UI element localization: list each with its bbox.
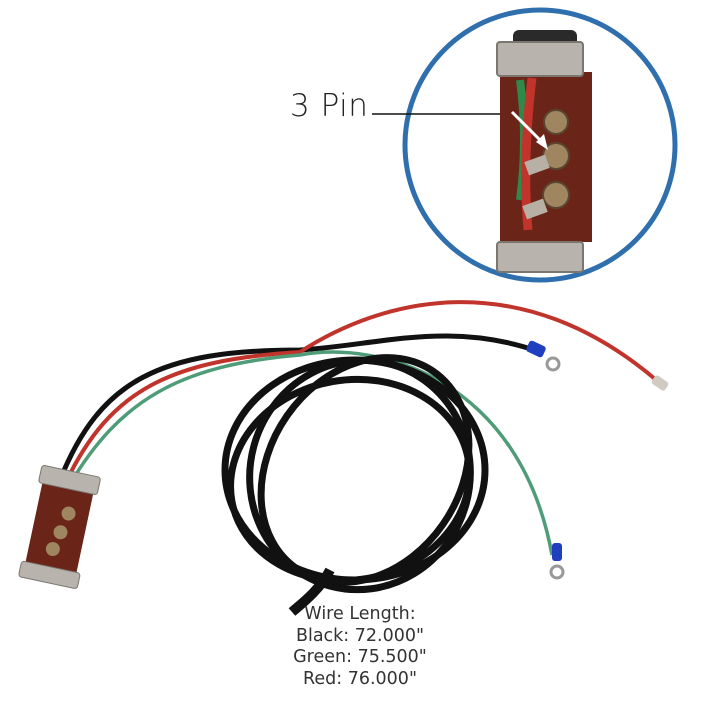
connector — [18, 465, 101, 589]
pin-count-label: 3 Pin — [290, 88, 369, 124]
black-wire-length: Black: 72.000" — [295, 625, 425, 646]
wire-length-heading: Wire Length: — [304, 604, 416, 624]
green-wire-length: Green: 75.500" — [293, 647, 427, 667]
coiled-wire-bundle — [221, 354, 489, 616]
black-wire-ring-terminal — [526, 340, 561, 372]
connector-closeup — [496, 30, 592, 273]
wire-length-info: Wire Length: Black: 72.000" Green: 75.50… — [255, 604, 465, 690]
red-wire-length: Red: 76.000" — [303, 668, 417, 689]
green-wire-ring-terminal — [549, 543, 565, 580]
red-wire-terminal — [651, 375, 669, 391]
